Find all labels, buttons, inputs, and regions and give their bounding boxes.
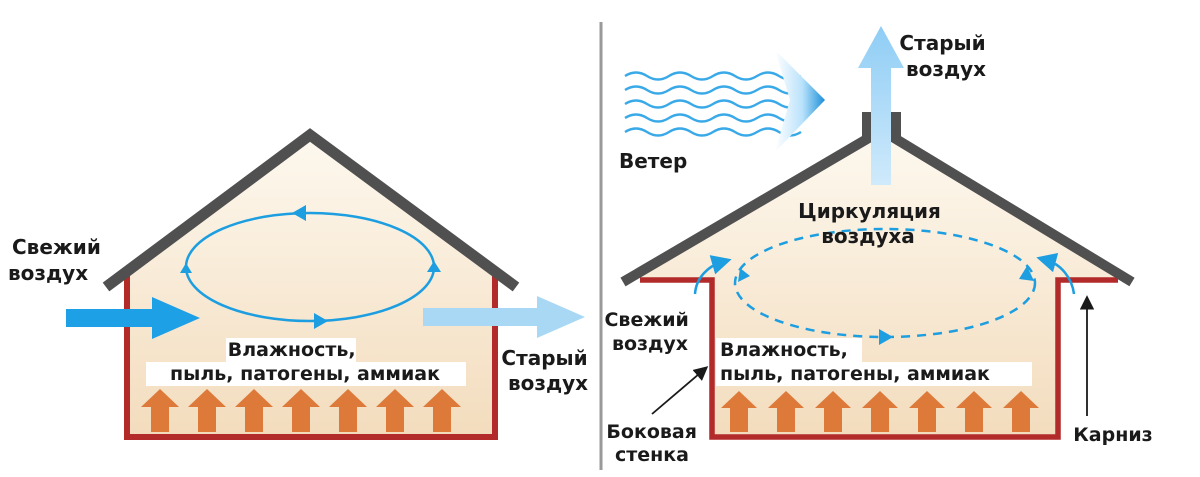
right-house: Ветер Старый воздух Циркуляция воздуха С… (604, 26, 1153, 466)
heat-arrow-icon (956, 391, 992, 432)
circulation-arrowhead-icon (314, 313, 328, 329)
eave-inflow-right-arrow-icon (1036, 252, 1076, 295)
right-pollutants-line-2: пыль, патогены, аммиак (720, 363, 990, 385)
heat-arrow-icon (141, 389, 179, 432)
left-house: Свежий воздух Влажность, пыль, патогены,… (8, 128, 594, 440)
right-roof-left (620, 112, 872, 287)
side-wall-line-2: стенка (615, 444, 689, 466)
right-old-air-line-1: Старый (899, 31, 985, 55)
wind-waves-icon (624, 71, 802, 137)
right-old-air-label: Старый воздух (899, 31, 992, 81)
left-old-air-arrow-icon (423, 296, 585, 338)
heat-arrow-icon (376, 389, 414, 432)
circulation-arrowhead-icon (1019, 266, 1034, 281)
left-pollutants-line-2: пыль, патогены, аммиак (170, 363, 440, 385)
right-pollutants-backdrop (716, 338, 862, 362)
circulation-arrowhead-icon (292, 205, 306, 221)
side-wall-line-1: Боковая (606, 421, 697, 443)
circulation-arrowhead-icon (738, 268, 750, 282)
side-wall-label: Боковая стенка (606, 421, 703, 466)
circulation-line-2: воздуха (821, 224, 915, 248)
eave-label: Карниз (1073, 424, 1152, 446)
right-heat-arrows (721, 391, 1039, 432)
left-old-air-line-1: Старый (501, 346, 587, 370)
right-pollutants-line-1: Влажность, (720, 339, 848, 361)
circulation-arrowhead-icon (180, 263, 192, 273)
left-pollutants-backdrop (226, 338, 356, 362)
circulation-arrowhead-icon (427, 261, 441, 272)
heat-arrow-icon (721, 391, 757, 432)
heat-arrow-icon (423, 389, 461, 432)
right-fresh-air-line-2: воздух (612, 333, 688, 355)
wind-arrow-icon (775, 50, 825, 152)
right-roof-right (891, 112, 1135, 287)
left-pollutants-backdrop (146, 362, 466, 386)
right-old-air-up-arrow-icon (858, 26, 904, 185)
left-pollutants-line-1: Влажность, (228, 339, 356, 361)
heat-arrow-icon (282, 389, 320, 432)
heat-arrow-icon (909, 391, 945, 432)
circulation-label: Циркуляция воздуха (798, 199, 948, 248)
right-old-air-line-2: воздух (906, 57, 986, 81)
right-pollutants-backdrop (716, 362, 1032, 386)
left-fresh-air-line-1: Свежий (12, 235, 101, 259)
heat-arrow-icon (768, 391, 804, 432)
right-fresh-air-line-1: Свежий (604, 309, 688, 331)
left-old-air-label: Старый воздух (501, 346, 594, 395)
left-heat-arrows (141, 389, 461, 432)
heat-arrow-icon (862, 391, 898, 432)
circulation-line-1: Циркуляция (798, 199, 941, 223)
eave-inflow-left-arrow-icon (693, 255, 732, 295)
heat-arrow-icon (329, 389, 367, 432)
wind-label: Ветер (619, 149, 687, 173)
left-roof (102, 128, 520, 292)
left-wall (124, 276, 498, 440)
left-pollutants-label: Влажность, пыль, патогены, аммиак (170, 339, 440, 385)
left-fresh-air-line-2: воздух (8, 261, 88, 285)
side-wall-pointer-arrow-icon (651, 366, 709, 415)
circulation-arrowhead-icon (879, 329, 893, 345)
heat-arrow-icon (188, 389, 226, 432)
left-old-air-line-2: воздух (508, 371, 588, 395)
heat-arrow-icon (1003, 391, 1039, 432)
right-pollutants-label: Влажность, пыль, патогены, аммиак (720, 339, 990, 385)
right-circulation-loop (733, 227, 1037, 339)
left-fresh-air-label: Свежий воздух (8, 235, 108, 285)
right-fresh-air-label: Свежий воздух (604, 309, 695, 355)
heat-arrow-icon (815, 391, 851, 432)
left-fresh-air-arrow-icon (66, 297, 200, 339)
heat-arrow-icon (235, 389, 273, 432)
